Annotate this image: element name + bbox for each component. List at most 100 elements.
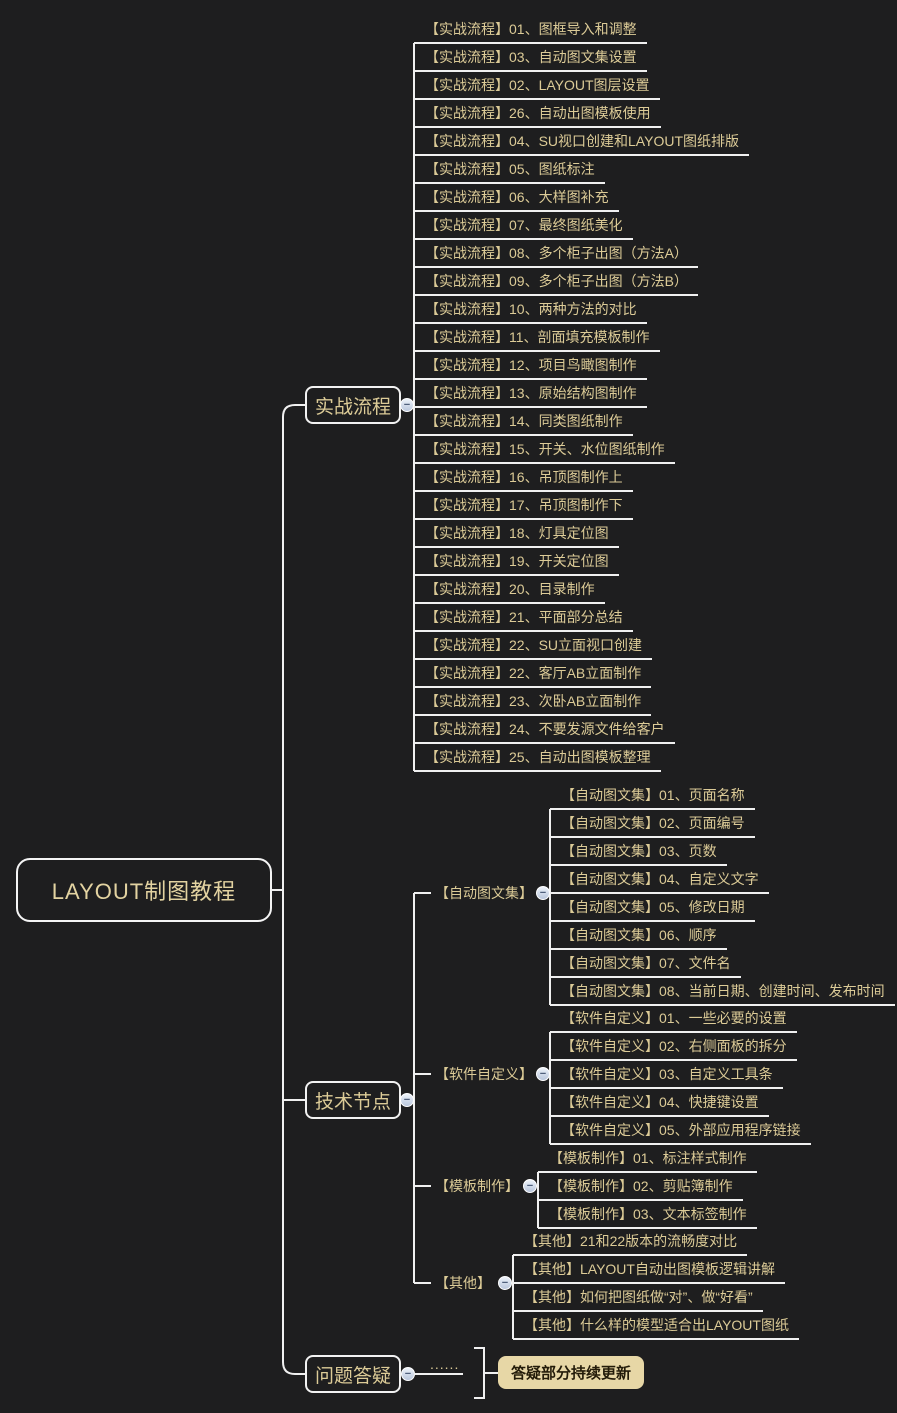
leaf-topic-label: 【实战流程】02、LAYOUT图层设置: [425, 77, 650, 93]
leaf-topic-label: 【实战流程】21、平面部分总结: [425, 609, 623, 625]
branch-topic-practice-flow[interactable]: 实战流程: [305, 386, 401, 424]
leaf-topic[interactable]: 【自动图文集】05、修改日期: [550, 894, 755, 922]
leaf-topic[interactable]: 【自动图文集】08、当前日期、创建时间、发布时间: [550, 978, 895, 1006]
branch-topic-qa[interactable]: 问题答疑: [305, 1355, 401, 1393]
group-topic-software-custom[interactable]: 【软件自定义】: [435, 1066, 533, 1082]
leaf-topic-label: 【实战流程】09、多个柜子出图（方法B）: [425, 273, 688, 289]
leaf-topic[interactable]: 【实战流程】02、LAYOUT图层设置: [414, 72, 660, 100]
leaf-topic[interactable]: 【模板制作】01、标注样式制作: [538, 1145, 757, 1173]
template-making-leaf-column: 【模板制作】01、标注样式制作 【模板制作】02、剪贴簿制作 【模板制作】03、…: [538, 1145, 757, 1229]
leaf-topic-label: 【实战流程】22、SU立面视口创建: [425, 637, 643, 653]
other-leaf-column: 【其他】21和22版本的流畅度对比 【其他】LAYOUT自动出图模板逻辑讲解 【…: [513, 1228, 799, 1340]
leaf-topic-label: 【实战流程】26、自动出图模板使用: [425, 105, 651, 121]
leaf-topic[interactable]: 【实战流程】19、开关定位图: [414, 548, 619, 576]
leaf-topic[interactable]: 【实战流程】10、两种方法的对比: [414, 296, 647, 324]
leaf-topic-label: 【实战流程】11、剖面填充模板制作: [425, 329, 650, 345]
collapse-minus-icon[interactable]: −: [536, 1067, 550, 1081]
practice-flow-leaf-column: 【实战流程】01、图框导入和调整 【实战流程】03、自动图文集设置 【实战流程】…: [414, 16, 749, 772]
leaf-topic[interactable]: 【模板制作】02、剪贴簿制作: [538, 1173, 743, 1201]
group-topic-other[interactable]: 【其他】: [435, 1275, 491, 1291]
leaf-topic[interactable]: 【实战流程】25、自动出图模板整理: [414, 744, 661, 772]
leaf-topic[interactable]: 【软件自定义】03、自定义工具条: [550, 1061, 783, 1089]
leaf-topic[interactable]: 【实战流程】06、大样图补充: [414, 184, 619, 212]
group-topic-template-making[interactable]: 【模板制作】: [435, 1178, 519, 1194]
leaf-topic-label: 【自动图文集】03、页数: [561, 843, 717, 859]
leaf-topic-label: 【自动图文集】08、当前日期、创建时间、发布时间: [561, 983, 885, 999]
qa-placeholder-topic[interactable]: ......: [430, 1356, 460, 1372]
leaf-topic[interactable]: 【自动图文集】02、页面编号: [550, 810, 755, 838]
leaf-topic-label: 【实战流程】17、吊顶图制作下: [425, 497, 623, 513]
leaf-topic-label: 【其他】LAYOUT自动出图模板逻辑讲解: [524, 1261, 775, 1277]
qa-summary-topic[interactable]: 答疑部分持续更新: [498, 1356, 645, 1389]
leaf-topic[interactable]: 【实战流程】17、吊顶图制作下: [414, 492, 633, 520]
leaf-topic-label: 【实战流程】06、大样图补充: [425, 189, 609, 205]
leaf-topic[interactable]: 【实战流程】05、图纸标注: [414, 156, 605, 184]
leaf-topic[interactable]: 【实战流程】24、不要发源文件给客户: [414, 716, 675, 744]
leaf-topic[interactable]: 【软件自定义】01、一些必要的设置: [550, 1005, 797, 1033]
leaf-topic[interactable]: 【自动图文集】01、页面名称: [550, 782, 755, 810]
leaf-topic-label: 【自动图文集】06、顺序: [561, 927, 717, 943]
root-topic[interactable]: LAYOUT制图教程: [16, 858, 272, 922]
leaf-topic[interactable]: 【实战流程】16、吊顶图制作上: [414, 464, 633, 492]
leaf-topic[interactable]: 【实战流程】01、图框导入和调整: [414, 16, 647, 44]
leaf-topic[interactable]: 【自动图文集】03、页数: [550, 838, 727, 866]
leaf-topic[interactable]: 【其他】LAYOUT自动出图模板逻辑讲解: [513, 1256, 785, 1284]
group-topic-auto-text-set[interactable]: 【自动图文集】: [435, 885, 533, 901]
leaf-topic-label: 【自动图文集】05、修改日期: [561, 899, 745, 915]
leaf-topic[interactable]: 【其他】什么样的模型适合出LAYOUT图纸: [513, 1312, 799, 1340]
leaf-topic-label: 【实战流程】14、同类图纸制作: [425, 413, 623, 429]
leaf-topic[interactable]: 【软件自定义】04、快捷键设置: [550, 1089, 769, 1117]
leaf-topic[interactable]: 【实战流程】07、最终图纸美化: [414, 212, 633, 240]
leaf-topic-label: 【模板制作】03、文本标签制作: [549, 1206, 747, 1222]
leaf-topic[interactable]: 【实战流程】04、SU视口创建和LAYOUT图纸排版: [414, 128, 749, 156]
auto-text-set-leaf-column: 【自动图文集】01、页面名称 【自动图文集】02、页面编号 【自动图文集】03、…: [550, 782, 895, 1006]
branch-topic-tech-nodes[interactable]: 技术节点: [305, 1081, 401, 1119]
leaf-topic[interactable]: 【实战流程】03、自动图文集设置: [414, 44, 647, 72]
leaf-topic[interactable]: 【模板制作】03、文本标签制作: [538, 1201, 757, 1229]
leaf-topic[interactable]: 【自动图文集】07、文件名: [550, 950, 741, 978]
leaf-topic-label: 【实战流程】10、两种方法的对比: [425, 301, 637, 317]
leaf-topic-label: 【实战流程】08、多个柜子出图（方法A）: [425, 245, 688, 261]
leaf-topic[interactable]: 【实战流程】12、项目鸟瞰图制作: [414, 352, 647, 380]
leaf-topic[interactable]: 【实战流程】13、原始结构图制作: [414, 380, 647, 408]
leaf-topic[interactable]: 【自动图文集】04、自定义文字: [550, 866, 769, 894]
leaf-topic-label: 【实战流程】15、开关、水位图纸制作: [425, 441, 665, 457]
leaf-topic[interactable]: 【实战流程】26、自动出图模板使用: [414, 100, 661, 128]
leaf-topic[interactable]: 【实战流程】15、开关、水位图纸制作: [414, 436, 675, 464]
collapse-minus-icon[interactable]: −: [536, 886, 550, 900]
collapse-minus-icon[interactable]: −: [400, 1093, 414, 1107]
leaf-topic[interactable]: 【自动图文集】06、顺序: [550, 922, 727, 950]
leaf-topic-label: 【实战流程】23、次卧AB立面制作: [425, 693, 642, 709]
collapse-minus-icon[interactable]: −: [498, 1276, 512, 1290]
leaf-topic[interactable]: 【实战流程】22、客厅AB立面制作: [414, 660, 652, 688]
leaf-topic-label: 【自动图文集】07、文件名: [561, 955, 731, 971]
leaf-topic-label: 【软件自定义】02、右侧面板的拆分: [561, 1038, 787, 1054]
collapse-minus-icon[interactable]: −: [401, 1367, 415, 1381]
leaf-topic-label: 【其他】什么样的模型适合出LAYOUT图纸: [524, 1317, 789, 1333]
leaf-topic[interactable]: 【实战流程】09、多个柜子出图（方法B）: [414, 268, 698, 296]
leaf-topic[interactable]: 【实战流程】18、灯具定位图: [414, 520, 619, 548]
leaf-topic-label: 【实战流程】05、图纸标注: [425, 161, 595, 177]
leaf-topic-label: 【模板制作】01、标注样式制作: [549, 1150, 747, 1166]
leaf-topic[interactable]: 【其他】21和22版本的流畅度对比: [513, 1228, 748, 1256]
leaf-topic[interactable]: 【实战流程】23、次卧AB立面制作: [414, 688, 652, 716]
leaf-topic[interactable]: 【实战流程】22、SU立面视口创建: [414, 632, 653, 660]
leaf-topic-label: 【实战流程】20、目录制作: [425, 581, 595, 597]
main-spine: [282, 404, 305, 1375]
leaf-topic-label: 【实战流程】03、自动图文集设置: [425, 49, 637, 65]
leaf-topic[interactable]: 【软件自定义】05、外部应用程序链接: [550, 1117, 811, 1145]
collapse-minus-icon[interactable]: −: [400, 398, 414, 412]
leaf-topic[interactable]: 【实战流程】08、多个柜子出图（方法A）: [414, 240, 698, 268]
leaf-topic[interactable]: 【软件自定义】02、右侧面板的拆分: [550, 1033, 797, 1061]
leaf-topic[interactable]: 【实战流程】21、平面部分总结: [414, 604, 633, 632]
leaf-topic-label: 【实战流程】13、原始结构图制作: [425, 385, 637, 401]
leaf-topic[interactable]: 【其他】如何把图纸做“对”、做“好看”: [513, 1284, 763, 1312]
leaf-topic[interactable]: 【实战流程】14、同类图纸制作: [414, 408, 633, 436]
leaf-topic-label: 【实战流程】18、灯具定位图: [425, 525, 609, 541]
collapse-minus-icon[interactable]: −: [523, 1179, 537, 1193]
leaf-topic[interactable]: 【实战流程】20、目录制作: [414, 576, 605, 604]
leaf-topic-label: 【自动图文集】02、页面编号: [561, 815, 745, 831]
leaf-topic-label: 【自动图文集】04、自定义文字: [561, 871, 759, 887]
leaf-topic[interactable]: 【实战流程】11、剖面填充模板制作: [414, 324, 660, 352]
